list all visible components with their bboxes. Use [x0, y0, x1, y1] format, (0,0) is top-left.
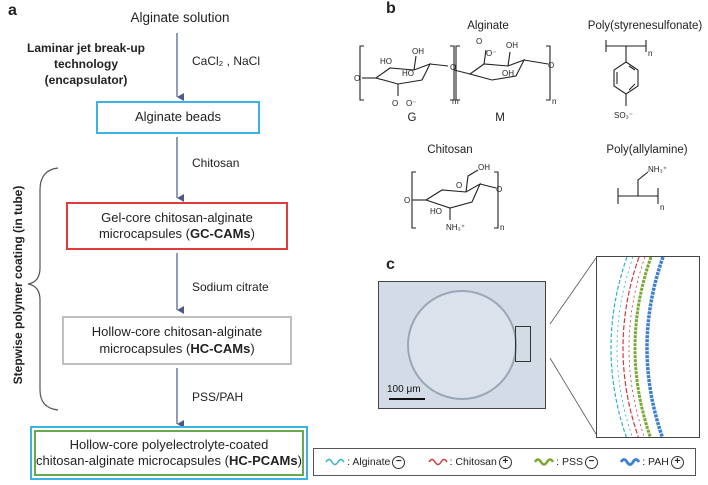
svg-text:HO: HO	[402, 69, 414, 78]
hc-cams-line2: microcapsules (	[99, 340, 191, 356]
step-cacl2: CaCl₂ , NaCl	[192, 54, 261, 68]
pah-name: Poly(allylamine)	[606, 144, 688, 156]
svg-text:HO: HO	[380, 57, 392, 66]
alginate-beads-box: Alginate beads	[96, 101, 260, 134]
hc-pcams-outer-box	[30, 426, 308, 480]
hc-cams-line1: Hollow-core chitosan-alginate	[91, 324, 263, 340]
svg-text:n: n	[552, 97, 556, 106]
svg-text:O: O	[404, 196, 410, 205]
gc-cams-line2: microcapsules (	[98, 226, 190, 241]
step-pss-pah: PSS/PAH	[192, 390, 244, 404]
pss-structure: n SO₃⁻	[605, 40, 652, 120]
scale-bar-label: 100 μm	[387, 384, 421, 395]
stepwise-coating-label: Stepwise polymer coating (in tube)	[11, 185, 25, 385]
pss-wave-icon	[534, 458, 555, 466]
svg-text:OH: OH	[412, 47, 424, 56]
legend-chitosan-label: : Chitosan	[449, 456, 497, 468]
svg-text:n: n	[500, 223, 504, 232]
negative-charge-icon: −	[584, 455, 598, 469]
svg-text:OH: OH	[478, 163, 490, 172]
zoom-region	[515, 326, 531, 362]
microcapsule-circle	[407, 290, 517, 400]
svg-text:n: n	[648, 49, 652, 58]
svg-text:O⁻: O⁻	[406, 99, 416, 108]
svg-text:O: O	[392, 99, 398, 108]
legend-pah-label: : PAH	[642, 456, 669, 468]
hc-cams-close: )	[250, 340, 255, 356]
alginate-m-label: M	[495, 112, 505, 124]
alginate-name: Alginate	[467, 20, 509, 32]
legend-alginate-label: : Alginate	[347, 456, 391, 468]
svg-text:O: O	[450, 63, 456, 72]
scale-bar	[389, 398, 425, 400]
stepwise-brace	[27, 167, 59, 411]
svg-text:n: n	[660, 203, 664, 212]
layer-arcs	[610, 257, 665, 437]
gc-cams-close: )	[250, 226, 256, 241]
gc-cams-box: Gel-core chitosan-alginate microcapsules…	[66, 202, 288, 250]
gc-cams-abbr: GC-CAMs	[190, 226, 251, 241]
svg-text:m: m	[452, 97, 459, 106]
svg-text:SO₃⁻: SO₃⁻	[614, 111, 633, 120]
pah-wave-icon	[620, 458, 641, 466]
legend-pah: : PAH +	[620, 455, 684, 469]
svg-text:O: O	[496, 185, 502, 194]
microscope-image: 100 μm	[378, 281, 546, 409]
pah-structure: NH₃⁺ n	[617, 165, 667, 212]
zoom-lines	[549, 257, 597, 435]
svg-text:O: O	[456, 181, 462, 190]
alginate-wave-icon	[325, 458, 345, 466]
step-sodium-citrate: Sodium citrate	[192, 280, 269, 294]
svg-text:OH: OH	[506, 41, 518, 50]
legend-chitosan: : Chitosan +	[427, 455, 512, 469]
hc-pcams-box: Hollow-core polyelectrolyte-coated chito…	[34, 430, 304, 476]
flow-arrows	[27, 33, 184, 428]
svg-text:O: O	[476, 37, 482, 46]
layer-zoom-panel	[596, 256, 700, 438]
hc-pcams-line1: Hollow-core polyelectrolyte-coated	[69, 436, 269, 452]
hc-pcams-close: )	[297, 453, 302, 468]
svg-text:O: O	[548, 61, 554, 70]
svg-text:OH: OH	[502, 69, 514, 78]
hc-cams-abbr: HC-CAMs	[190, 340, 251, 356]
chitosan-structure: O OH O HO NH₃⁺ O n	[404, 163, 504, 232]
svg-text:NH₃⁺: NH₃⁺	[648, 165, 667, 174]
positive-charge-icon: +	[498, 455, 512, 469]
svg-text:O⁻: O⁻	[486, 49, 496, 58]
positive-charge-icon: +	[670, 455, 684, 469]
svg-text:NH₃⁺: NH₃⁺	[446, 223, 465, 232]
panel-c-letter: c	[386, 256, 395, 273]
hc-pcams-abbr: HC-PCAMs	[228, 453, 298, 468]
gc-cams-line1: Gel-core chitosan-alginate	[101, 209, 253, 225]
legend-alginate: : Alginate −	[325, 455, 406, 469]
pss-name: Poly(styrenesulfonate)	[587, 20, 703, 32]
negative-charge-icon: −	[392, 455, 406, 469]
step-chitosan: Chitosan	[192, 156, 240, 170]
alginate-structure: O HO OH HO O O⁻ O O O⁻ OH OH O m n	[354, 37, 556, 108]
legend-pss-label: : PSS	[556, 456, 583, 468]
legend-pss: : PSS −	[534, 455, 598, 469]
panel-a-letter: a	[8, 2, 17, 19]
chitosan-wave-icon	[427, 458, 448, 466]
hc-cams-box: Hollow-core chitosan-alginate microcapsu…	[62, 316, 292, 365]
encapsulator-label: Laminar jet break-up technology (encapsu…	[26, 41, 146, 88]
hc-pcams-line2: chitosan-alginate microcapsules (	[36, 453, 229, 468]
alginate-beads-label: Alginate beads	[134, 109, 221, 125]
layer-legend: : Alginate − : Chitosan + : PSS − : PAH …	[313, 448, 696, 476]
alginate-g-label: G	[407, 112, 417, 124]
svg-text:HO: HO	[430, 207, 442, 216]
alginate-solution-title: Alginate solution	[130, 10, 230, 25]
chitosan-name: Chitosan	[427, 144, 473, 156]
panel-b-letter: b	[386, 0, 396, 17]
svg-text:O: O	[354, 74, 360, 83]
